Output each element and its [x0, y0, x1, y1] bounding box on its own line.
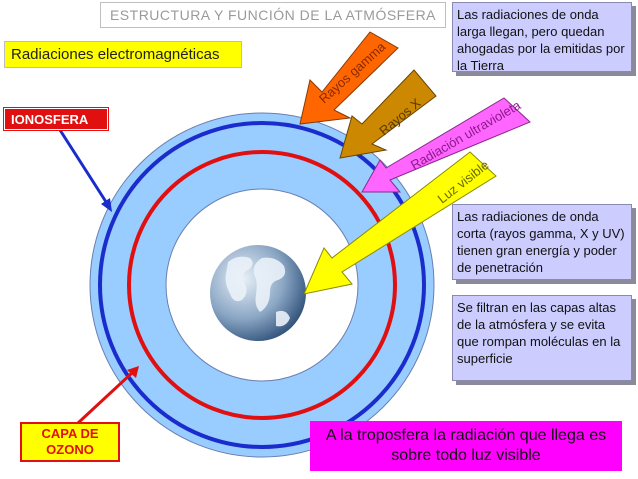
filtered-note: Se filtran en las capas altas de la atmó…: [452, 295, 632, 381]
short-wave-note: Las radiaciones de onda corta (rayos gam…: [452, 204, 632, 280]
page-title: ESTRUCTURA Y FUNCIÓN DE LA ATMÓSFERA: [100, 2, 446, 28]
ionosphere-pointer-head: [101, 198, 112, 212]
subtitle: Radiaciones electromagnéticas: [4, 41, 242, 68]
gamma-ray-arrow: [299, 31, 399, 125]
ozone-ring: [127, 150, 397, 420]
ozone-pointer-head: [127, 366, 139, 378]
ozone-layer-label: CAPA DE OZONO: [20, 422, 120, 462]
ionosphere-pointer: [58, 129, 110, 206]
ozone-label-line2: OZONO: [46, 442, 94, 457]
troposphere-note: A la troposfera la radiación que llega e…: [310, 421, 622, 471]
ionosphere-ring: [98, 121, 426, 449]
ozone-label-line1: CAPA DE: [41, 426, 99, 441]
ozone-pointer: [76, 370, 135, 425]
visible-light-arrow: [303, 151, 497, 295]
x-ray-arrow: [339, 69, 437, 159]
earth-globe-icon: [210, 245, 306, 341]
gamma-label: Rayos gamma: [316, 38, 389, 106]
ionosphere-label: IONOSFERA: [4, 108, 108, 130]
long-wave-note: Las radiaciones de onda larga llegan, pe…: [452, 2, 632, 73]
uv-arrow: [361, 97, 531, 193]
